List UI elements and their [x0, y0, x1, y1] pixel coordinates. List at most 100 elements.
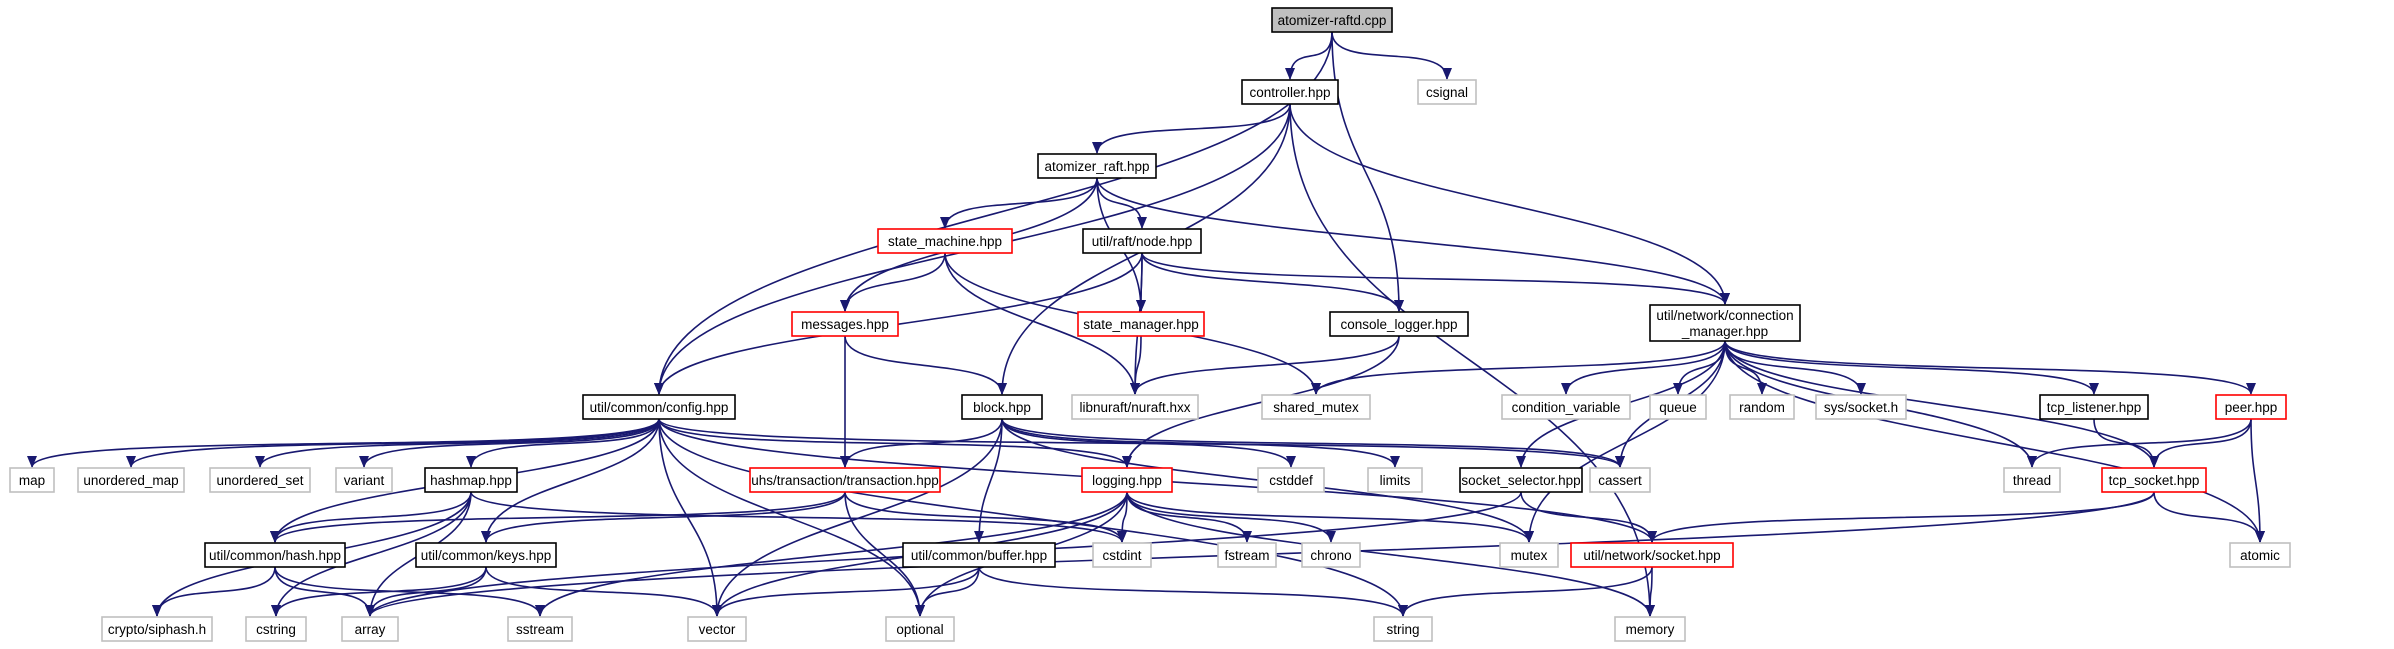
node-state-manager[interactable]: state_manager.hpp: [1077, 311, 1205, 337]
node-box: [1301, 542, 1361, 568]
node-hashmap[interactable]: hashmap.hpp: [424, 467, 518, 493]
node-socket-selector[interactable]: socket_selector.hpp: [1459, 467, 1583, 493]
node-messages[interactable]: messages.hpp: [791, 311, 899, 337]
node-box: [9, 467, 55, 493]
node-box: [1261, 394, 1371, 420]
node-box: [209, 467, 311, 493]
node-chrono: chrono: [1301, 542, 1361, 568]
node-peer[interactable]: peer.hpp: [2215, 394, 2287, 420]
node-conn-mgr[interactable]: util/network/connection_manager.hpp: [1649, 304, 1801, 342]
edge-config-to-map: [27, 418, 660, 468]
node-label: crypto/siphash.h: [108, 622, 206, 637]
node-label: variant: [344, 473, 385, 488]
edge-atomizer-raft-to-conn-mgr: [1096, 177, 1730, 305]
node-box: [2215, 394, 2287, 420]
node-box: [424, 467, 518, 493]
node-label: chrono: [1310, 548, 1351, 563]
edge-conn-mgr-to-mutex: [1524, 340, 1726, 543]
node-logging[interactable]: logging.hpp: [1081, 467, 1173, 493]
node-shared-mutex: shared_mutex: [1261, 394, 1371, 420]
node-buffer[interactable]: util/common/buffer.hpp: [902, 542, 1056, 568]
node-label: map: [19, 473, 45, 488]
edge-config-to-vector: [658, 418, 722, 617]
node-hash[interactable]: util/common/hash.hpp: [204, 542, 346, 568]
node-unordered-set: unordered_set: [209, 467, 311, 493]
edge-net-socket-to-string: [1398, 566, 1653, 617]
node-label: vector: [699, 622, 736, 637]
edge-config-to-keys: [481, 418, 660, 543]
node-tcp-listener[interactable]: tcp_listener.hpp: [2039, 394, 2149, 420]
node-box: [204, 542, 346, 568]
node-box: [1077, 311, 1205, 337]
node-box: [1501, 394, 1631, 420]
node-label: unordered_map: [83, 473, 178, 488]
node-label: thread: [2013, 473, 2051, 488]
node-label: csignal: [1426, 85, 1468, 100]
node-atomizer-raft[interactable]: atomizer_raft.hpp: [1037, 153, 1157, 179]
node-box: [1081, 467, 1173, 493]
edge-buffer-to-vector: [712, 566, 980, 617]
node-transaction[interactable]: uhs/transaction/transaction.hpp: [749, 467, 941, 493]
node-block[interactable]: block.hpp: [961, 394, 1043, 420]
node-random: random: [1729, 394, 1795, 420]
node-box: [1729, 394, 1795, 420]
edge-buffer-to-optional: [915, 566, 980, 617]
node-label: state_machine.hpp: [888, 234, 1002, 249]
node-label: atomic: [2240, 548, 2280, 563]
edge-logging-to-memory: [1126, 491, 1655, 617]
edge-raft-node-to-console-logger: [1141, 252, 1404, 312]
node-limits: limits: [1367, 467, 1423, 493]
node-label: uhs/transaction/transaction.hpp: [751, 473, 939, 488]
edge-block-to-transaction: [840, 418, 1003, 468]
edge-state-machine-to-messages: [840, 252, 946, 312]
node-config[interactable]: util/common/config.hpp: [582, 394, 736, 420]
edge-config-to-string: [658, 418, 1408, 617]
node-console-logger[interactable]: console_logger.hpp: [1329, 311, 1469, 337]
node-atomic: atomic: [2229, 542, 2291, 568]
node-box: [1373, 616, 1433, 642]
node-box: [2101, 467, 2207, 493]
node-siphash: crypto/siphash.h: [101, 616, 213, 642]
node-box: [341, 616, 399, 642]
node-net-socket[interactable]: util/network/socket.hpp: [1570, 542, 1734, 568]
edge-atomizer-raft-to-raft-node: [1096, 177, 1147, 229]
node-mutex: mutex: [1499, 542, 1559, 568]
node-box: [961, 394, 1043, 420]
node-label: sstream: [516, 622, 564, 637]
edge-logging-to-cstdint: [1117, 491, 1128, 543]
node-tcp-socket[interactable]: tcp_socket.hpp: [2101, 467, 2207, 493]
edge-logging-to-fstream: [1126, 491, 1252, 543]
node-box: [1329, 311, 1469, 337]
edge-raft-node-to-config: [654, 252, 1143, 395]
edge-controller-to-atomizer-raft: [1092, 103, 1291, 154]
node-label: string: [1386, 622, 1419, 637]
edge-conn-mgr-to-shared-mutex: [1311, 340, 1726, 395]
node-label: memory: [1626, 622, 1675, 637]
node-keys[interactable]: util/common/keys.hpp: [415, 542, 557, 568]
node-raft-node[interactable]: util/raft/node.hpp: [1082, 228, 1202, 254]
node-state-machine[interactable]: state_machine.hpp: [877, 228, 1013, 254]
edge-peer-to-atomic: [2250, 418, 2265, 543]
node-label: logging.hpp: [1092, 473, 1162, 488]
edge-config-to-hashmap: [466, 418, 660, 468]
node-label: random: [1739, 400, 1785, 415]
node-label: block.hpp: [973, 400, 1031, 415]
node-sstream: sstream: [507, 616, 573, 642]
node-csignal: csignal: [1417, 79, 1477, 105]
node-cassert: cassert: [1589, 467, 1651, 493]
edge-socket-selector-to-net-socket: [1520, 491, 1657, 543]
node-sys-socket: sys/socket.h: [1815, 394, 1907, 420]
node-box: [2003, 467, 2061, 493]
node-memory: memory: [1614, 616, 1686, 642]
edge-block-to-buffer: [974, 418, 1003, 543]
node-label: queue: [1659, 400, 1697, 415]
node-label: util/common/buffer.hpp: [911, 548, 1047, 563]
node-controller[interactable]: controller.hpp: [1241, 79, 1339, 105]
node-box: [1614, 616, 1686, 642]
node-box: [687, 616, 747, 642]
node-label: array: [355, 622, 386, 637]
node-box: [1499, 542, 1559, 568]
node-label: util/network/socket.hpp: [1583, 548, 1720, 563]
node-root[interactable]: atomizer-raftd.cpp: [1271, 7, 1393, 33]
